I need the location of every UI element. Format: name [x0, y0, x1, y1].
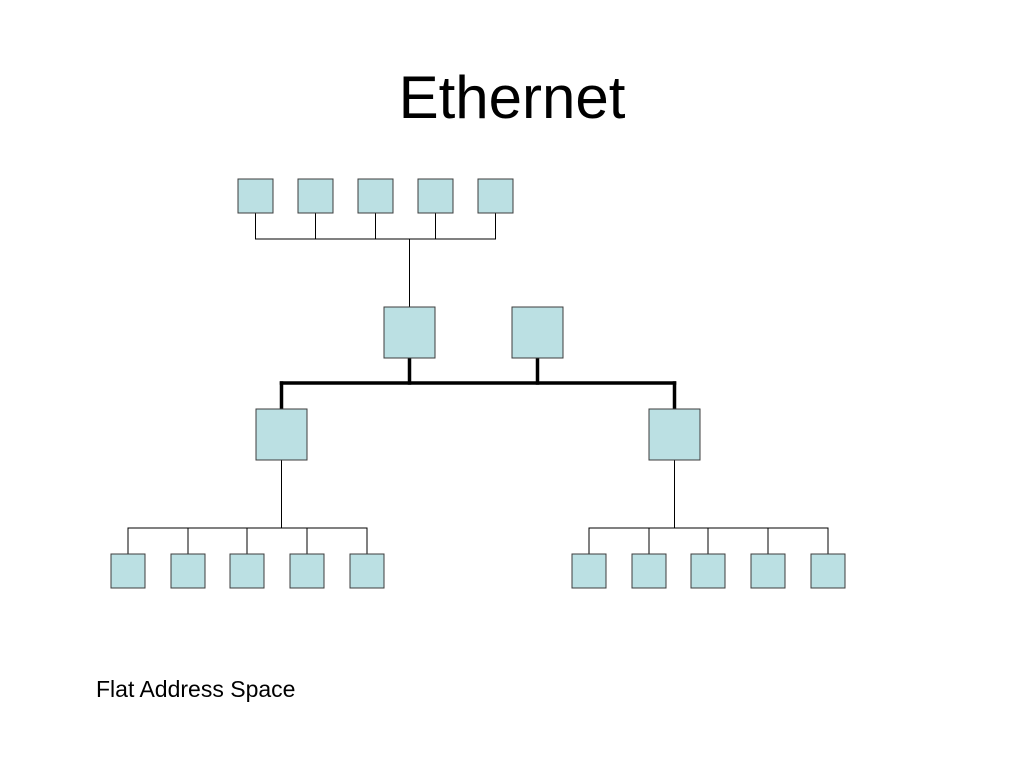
right-host-3-node [690, 553, 726, 589]
right-host-2-node [631, 553, 667, 589]
top-host-2-node [297, 178, 334, 214]
hub-top-right-node [511, 306, 564, 359]
slide-title: Ethernet [398, 64, 626, 131]
hub-top-left-node [383, 306, 436, 359]
top-host-1-node [237, 178, 274, 214]
top-host-4-node [417, 178, 454, 214]
left-host-1-node [110, 553, 146, 589]
hub-right-node [648, 408, 701, 461]
right-host-4-node [750, 553, 786, 589]
connection-lines [127, 212, 829, 555]
left-host-4-node [289, 553, 325, 589]
left-host-5-node [349, 553, 385, 589]
hub-left-node [255, 408, 308, 461]
right-host-5-node [810, 553, 846, 589]
right-host-1-node [571, 553, 607, 589]
top-host-5-node [477, 178, 514, 214]
network-nodes [110, 178, 846, 589]
left-host-3-node [229, 553, 265, 589]
top-host-3-node [357, 178, 394, 214]
left-host-2-node [170, 553, 206, 589]
slide-caption: Flat Address Space [96, 676, 296, 702]
